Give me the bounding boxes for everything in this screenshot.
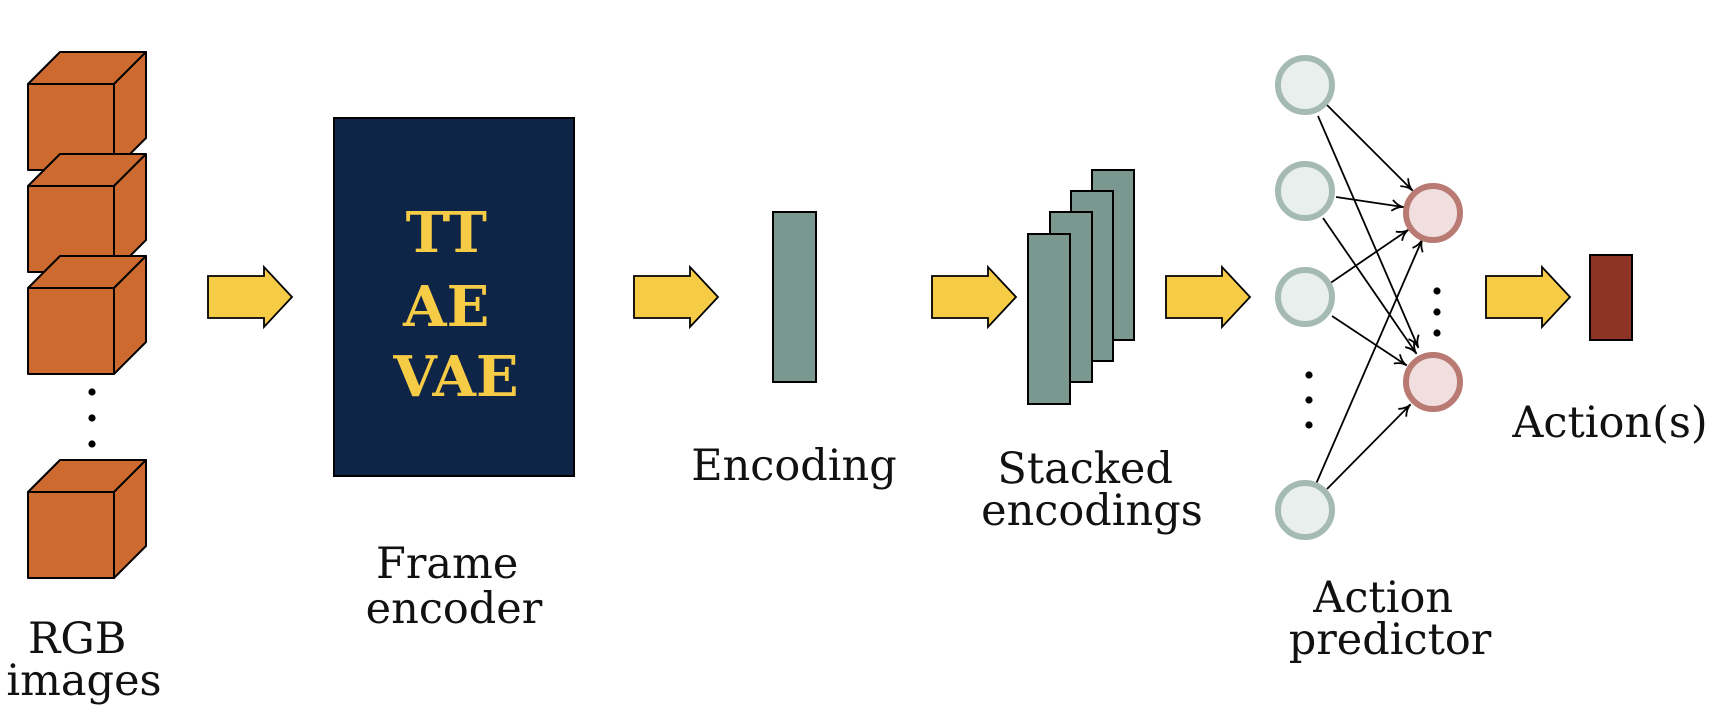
output-node (1403, 183, 1463, 243)
right-arrow-icon (207, 264, 294, 330)
output-node (1403, 352, 1463, 412)
encoding-label: Encoding (691, 441, 897, 491)
input-node (1275, 55, 1335, 115)
input-node (1275, 161, 1335, 221)
input-node (1275, 267, 1335, 327)
cube-icon (27, 153, 147, 273)
right-arrow-icon (633, 264, 720, 330)
cube-icon (27, 51, 147, 171)
output-layer (1403, 183, 1463, 412)
input-node (1275, 480, 1335, 540)
frame-encoder-box (333, 117, 575, 477)
encoding-bar (772, 211, 817, 383)
stacked-encodings-label: Stacked encodings (981, 444, 1203, 536)
network-connections (1315, 102, 1424, 490)
stacked-encoding-bar (1027, 233, 1071, 405)
stacked-encodings (1027, 169, 1135, 405)
right-arrow-icon (931, 264, 1018, 330)
action-predictor-label: Action predictor (1289, 573, 1492, 665)
action-bar (1589, 254, 1633, 341)
frame-encoder-label: Frame encoder (366, 539, 543, 634)
actions-label: Action(s) (1511, 398, 1707, 448)
vertical-ellipsis-icon (88, 388, 96, 448)
rgb-image-stack (27, 51, 147, 579)
input-layer (1275, 55, 1335, 540)
frame-encoder-variants: TT AE VAE (392, 200, 518, 410)
cube-icon (27, 255, 147, 375)
right-arrow-icon (1165, 264, 1252, 330)
cube-icon (27, 459, 147, 579)
right-arrow-icon (1485, 264, 1572, 330)
vertical-ellipsis-icon (1433, 287, 1441, 337)
rgb-images-label: RGB images (6, 614, 161, 706)
vertical-ellipsis-icon (1305, 371, 1313, 429)
